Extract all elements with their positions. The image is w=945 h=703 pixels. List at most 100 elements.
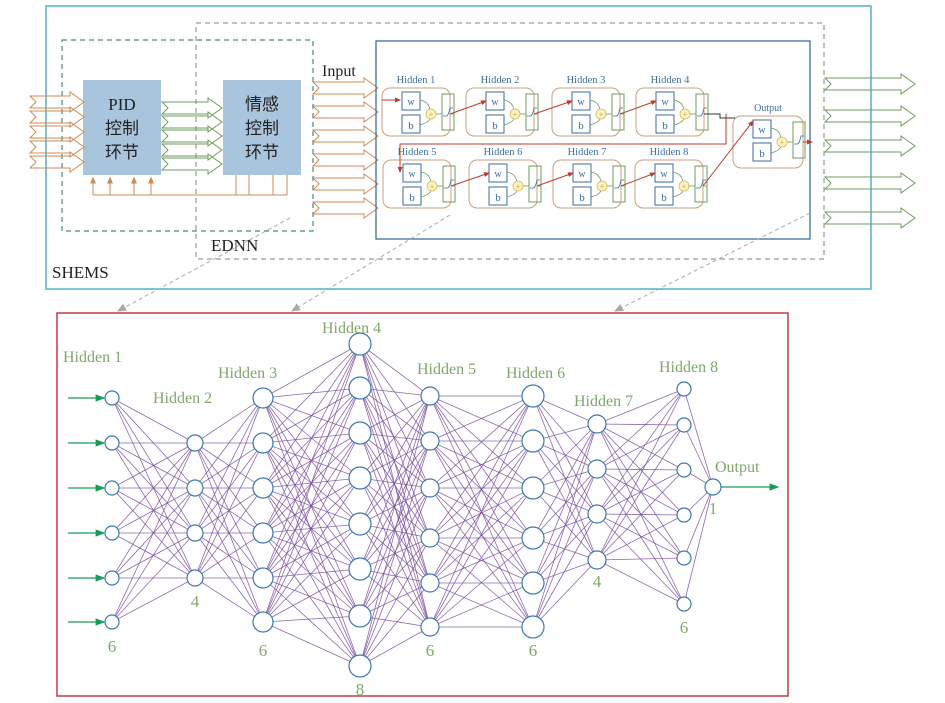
neuron-layer6-4: [521, 526, 545, 550]
edge-l4-n2-to-n1: [359, 387, 431, 397]
edge-l7-n2-to-n6: [596, 468, 685, 605]
weight-label: w: [577, 97, 585, 108]
network-input-arrow: [311, 197, 379, 219]
edge-l8-n1-to-n1: [683, 388, 714, 488]
pid-block-line-1: PID: [108, 95, 135, 114]
network-io-arrows: [68, 394, 780, 626]
layer-title-2: Hidden 2: [153, 390, 212, 407]
edge-l5-n5-to-n3: [429, 487, 534, 584]
system-output-arrows: [823, 73, 916, 229]
layer-title-5: Hidden 5: [417, 361, 476, 378]
neuron-layer6-2: [521, 429, 545, 453]
neuron-layer5-2: [420, 431, 440, 451]
edge-l7-n2-to-n1: [596, 388, 685, 470]
cell-title: Hidden 8: [650, 147, 689, 158]
neuron-layer3-1: [252, 387, 274, 409]
sigmoid-icon: [696, 179, 706, 189]
bias-box: [488, 186, 508, 206]
bias-label: b: [408, 120, 414, 132]
bias-label: b: [492, 120, 498, 132]
pid-input-arrow: [28, 136, 85, 158]
pid-input-arrow: [28, 106, 85, 128]
edge-l4-n8-to-n6: [359, 626, 431, 667]
input-label: Input: [322, 63, 356, 80]
edge-l3-n6-to-n5: [262, 523, 361, 623]
bias-box: [402, 186, 422, 206]
layer-title-4: Hidden 4: [322, 320, 381, 337]
cell-title: Hidden 4: [651, 75, 691, 86]
pid-input-arrow: [28, 121, 85, 143]
sigmoid-icon: [614, 179, 624, 189]
neuron-layer3-4: [252, 522, 274, 544]
edge-l6-n4-to-n1: [532, 423, 598, 539]
neuron-layer1-3: [104, 480, 120, 496]
edge-l8-n6-to-n1: [683, 486, 714, 605]
neuron-layer7-2: [587, 459, 607, 479]
edge-l8-n2-to-n1: [683, 424, 714, 488]
pid-block-line-3: 环节: [105, 143, 139, 162]
network-input-arrow: [311, 173, 379, 195]
pid-block-line-2: 控制: [105, 119, 139, 138]
edge-l7-n4-to-n6: [596, 559, 685, 605]
layer-count-3: 6: [259, 641, 268, 660]
cell-links: [382, 97, 813, 187]
layer-count-6: 6: [529, 641, 538, 660]
edge-l3-n6-to-n8: [262, 621, 361, 667]
edge-l1-n3-to-n1: [111, 442, 196, 489]
edge-l3-n2-to-n8: [262, 442, 361, 667]
edge-l4-n7-to-n1: [359, 395, 431, 617]
sigmoid-icon: [530, 179, 540, 189]
edge-l2-n4-to-n3: [194, 487, 264, 579]
sum-label: +: [516, 182, 521, 191]
activation-box: [695, 93, 709, 131]
edge-l6-n3-to-n1: [532, 423, 598, 489]
edge-l3-n6-to-n6: [262, 568, 361, 623]
bias-label: b: [578, 120, 584, 132]
edge-l2-n3-to-n1: [194, 397, 264, 534]
shems-label: SHEMS: [52, 263, 109, 282]
neuron-layer3-2: [252, 432, 274, 454]
edge-l7-n2-to-n5: [596, 468, 685, 559]
edge-l7-n2-to-n2: [596, 424, 685, 470]
layer-title-7: Hidden 7: [574, 393, 633, 410]
neuron-layer8-6: [676, 596, 692, 612]
neuron-layer3-6: [252, 611, 274, 633]
shems-system-panel: SHEMS EDNN PID 控制 环节 情感 控制 环节: [28, 5, 916, 290]
cell-title: Hidden 2: [481, 75, 520, 86]
edge-l3-n1-to-n1: [262, 343, 361, 399]
weight-label: w: [407, 97, 415, 108]
bias-box: [572, 186, 592, 206]
edge-l3-n6-to-n1: [262, 343, 361, 623]
layer-count-5: 6: [426, 641, 435, 660]
neuron-layer1-2: [104, 435, 120, 451]
neuron-layer5-4: [420, 528, 440, 548]
edge-l7-n4-to-n4: [596, 514, 685, 561]
network-input-arrow: [311, 101, 379, 123]
neuron-layer6-1: [521, 384, 545, 408]
weight-label: w: [491, 97, 499, 108]
edge-l4-n6-to-n1: [359, 395, 431, 570]
edge-l3-n2-to-n1: [262, 343, 361, 444]
activation-box: [441, 93, 455, 131]
bias-label: b: [579, 192, 585, 204]
edge-l4-n1-to-n4: [359, 343, 431, 539]
network-nodes: [104, 332, 722, 678]
activation-box: [525, 93, 539, 131]
activation-box: [792, 121, 806, 159]
cell-title: Hidden 1: [397, 75, 436, 86]
neuron-layer3-5: [252, 567, 274, 589]
edge-l3-n4-to-n8: [262, 532, 361, 667]
edge-l2-n2-to-n1: [194, 397, 264, 489]
edge-l4-n2-to-n3: [359, 387, 431, 489]
bias-label: b: [759, 148, 765, 160]
activation-box: [612, 165, 626, 203]
edge-l5-n4-to-n1: [429, 395, 534, 539]
edge-l3-n1-to-n7: [262, 397, 361, 617]
edge-l4-n8-to-n1: [359, 395, 431, 667]
zoom-connectors: [117, 212, 811, 312]
system-output-arrow: [823, 73, 916, 95]
neuron-layer5-1: [420, 386, 440, 406]
bias-label: b: [661, 192, 667, 204]
edge-l6-n1-to-n1: [532, 395, 598, 425]
edge-l7-n1-to-n5: [596, 423, 685, 559]
